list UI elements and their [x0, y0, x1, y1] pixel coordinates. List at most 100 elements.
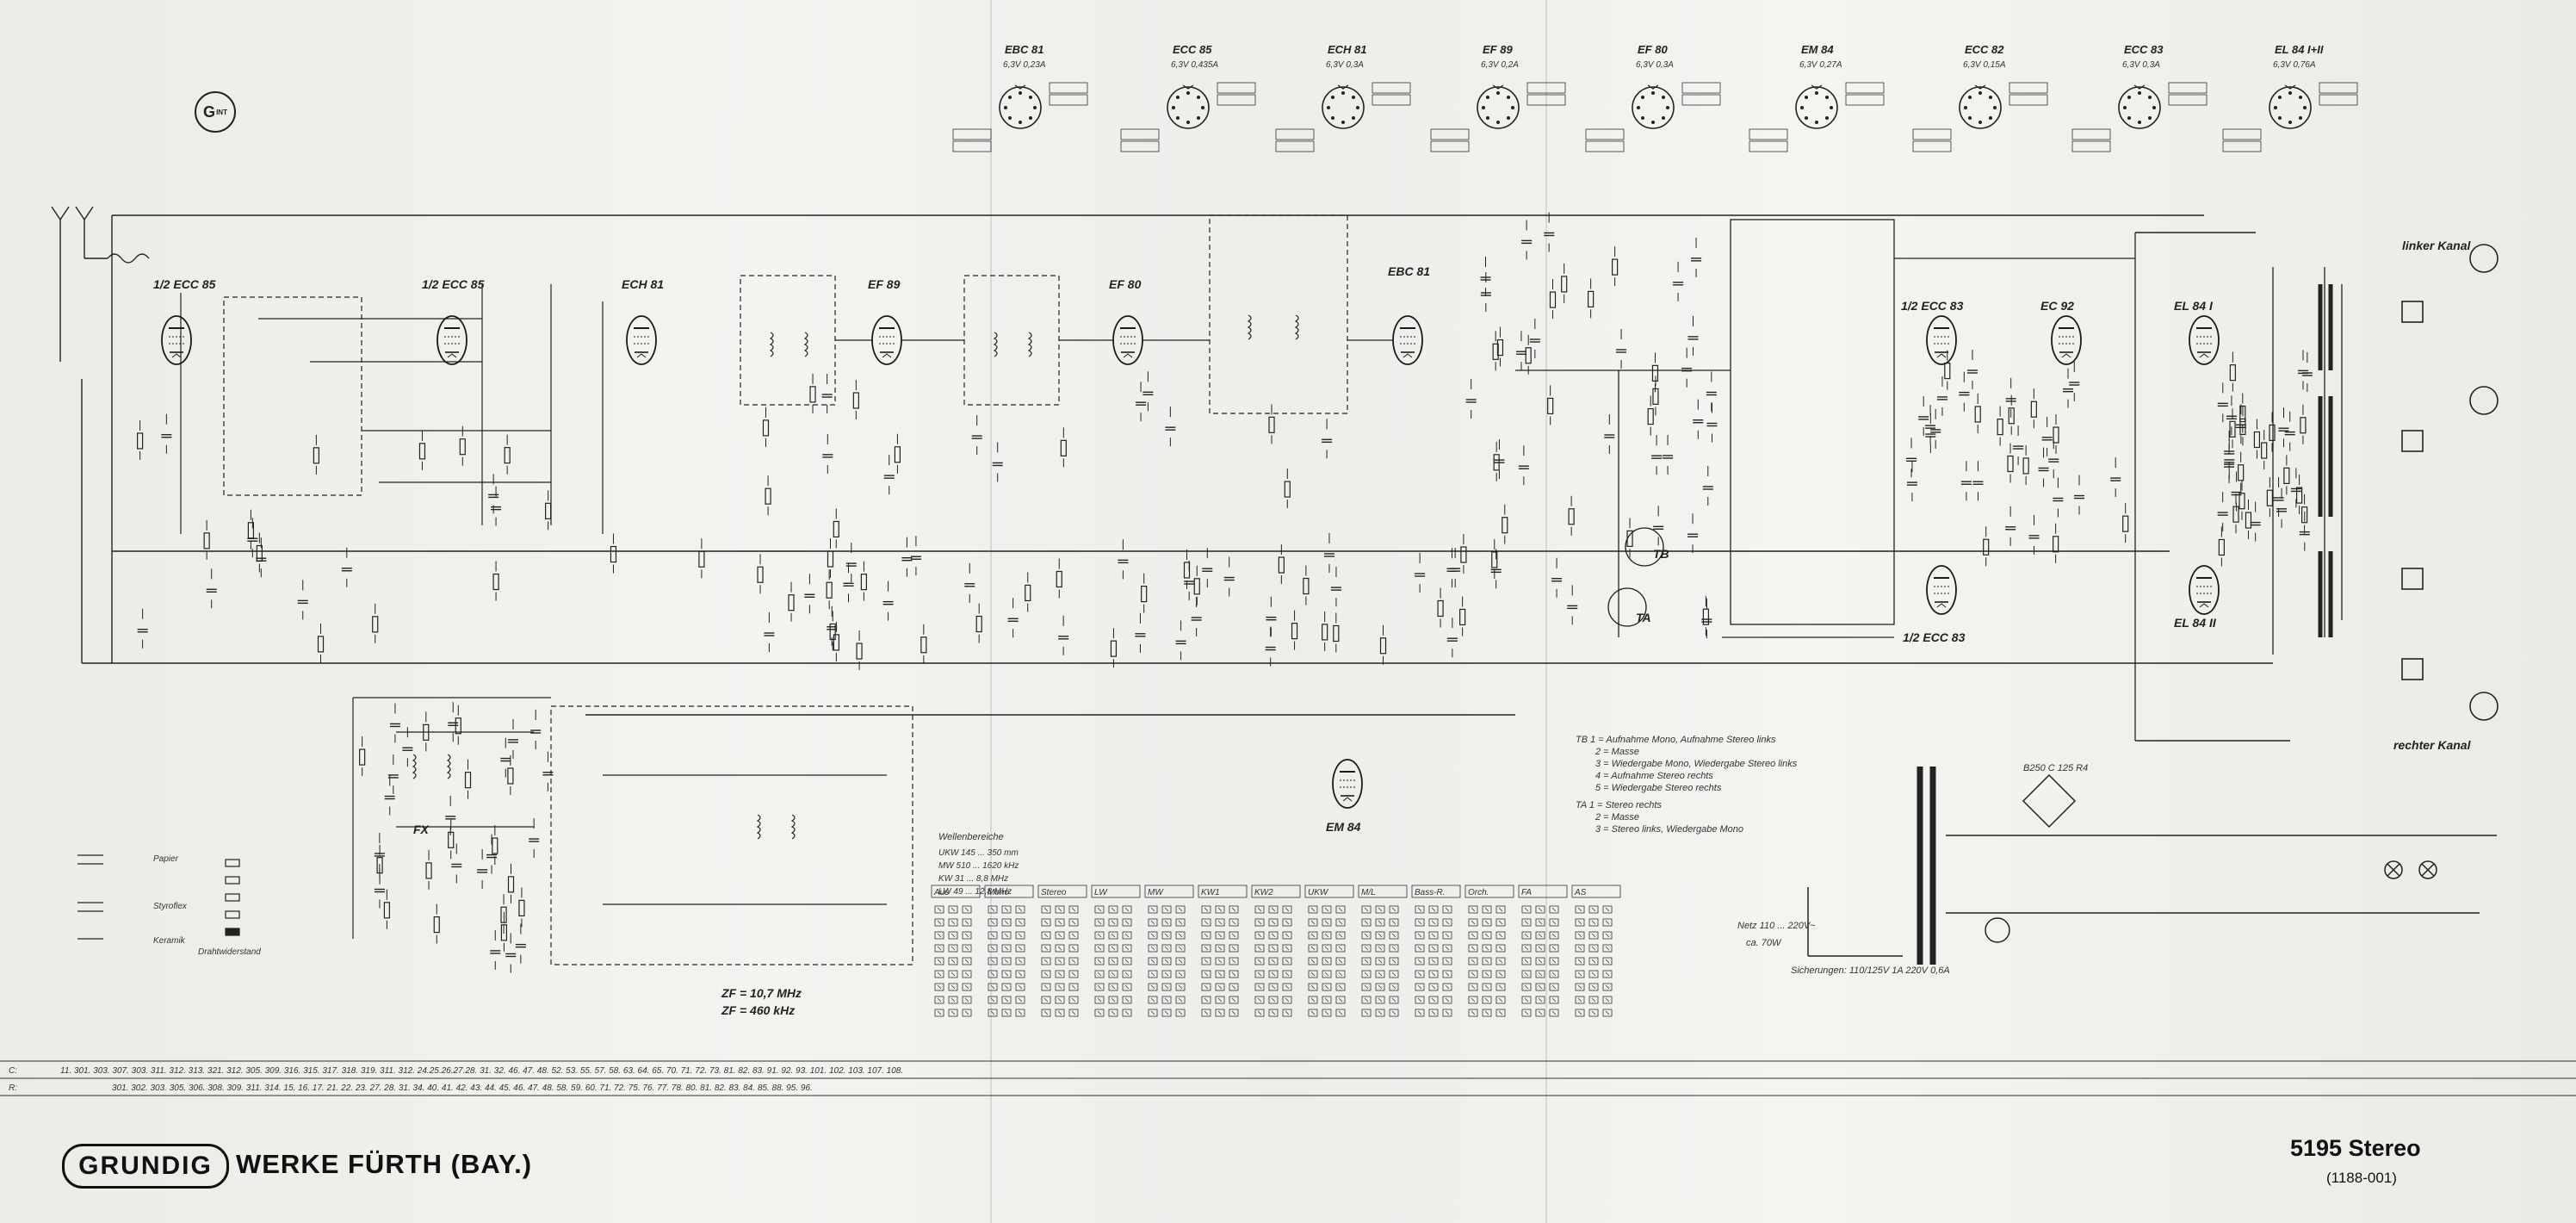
tube-socket-name: EF 89: [1483, 43, 1513, 56]
wave-range-lw: LW 49 ... 12,8 MHz: [938, 887, 1012, 897]
label-rechter-kanal: rechter Kanal: [2393, 738, 2472, 752]
passive-components: [136, 212, 2313, 973]
index-label-c: C:: [9, 1066, 17, 1076]
switch-group-label: Bass-R.: [1415, 888, 1446, 897]
index-label-r: R:: [9, 1083, 17, 1093]
schematic-tubes: [161, 315, 2220, 809]
paper-fold: [990, 0, 992, 1223]
switch-group-label: MW: [1148, 888, 1164, 897]
tube-socket-spec: 6,3V 0,15A: [1963, 60, 2006, 70]
label-ef80: EF 80: [1109, 277, 1142, 291]
power-supply: [1807, 767, 2497, 965]
label-em84: EM 84: [1326, 820, 1361, 834]
wave-switch-table: Wellenbereiche UKW 145 ... 350 mm MW 510…: [931, 832, 1621, 1017]
tube-socket: ECC 82 6,3V 0,15A: [1912, 43, 2048, 152]
tb-notes: TB 1 = Aufnahme Mono, Aufnahme Stereo li…: [1576, 735, 1798, 793]
wave-range-kw: KW 31 ... 8,8 MHz: [938, 874, 1008, 884]
tube-socket-spec: 6,3V 0,3A: [1326, 60, 1364, 70]
label-ecc85-a: 1/2 ECC 85: [153, 277, 216, 291]
tb-note-line: 5 = Wiedergabe Stereo rechts: [1595, 783, 1722, 793]
tb-note-line: 3 = Wiedergabe Mono, Wiedergabe Stereo l…: [1595, 759, 1798, 769]
paper-fold: [1545, 0, 1547, 1223]
legend-styroflex: Styroflex: [153, 902, 188, 911]
switch-group-label: Aus: [933, 888, 949, 897]
legend-papier: Papier: [153, 854, 179, 864]
label-ecc82: EC 92: [2040, 299, 2074, 313]
tb-note-line: TB 1 = Aufnahme Mono, Aufnahme Stereo li…: [1576, 735, 1776, 745]
tb-note-line: 2 = Masse: [1595, 747, 1639, 757]
tube-socket-row: EBC 81 6,3V 0,23A ECC 85 6,3V 0,435A ECH 81 6…: [952, 43, 2358, 152]
switch-group-label: Mono: [988, 888, 1009, 897]
am-tuner: [352, 697, 913, 965]
switch-group-label: LW: [1094, 888, 1108, 897]
model-code: (1188-001): [2326, 1170, 2397, 1186]
switch-group-label: Orch.: [1468, 888, 1489, 897]
ta-note-line: TA 1 = Stereo rechts: [1576, 800, 1662, 810]
tube-socket-spec: 6,3V 0,3A: [1636, 60, 1674, 70]
tb-note-line: 4 = Aufnahme Stereo rechts: [1595, 771, 1713, 781]
tube-socket: ECH 81 6,3V 0,3A: [1275, 43, 1411, 152]
audio-amplifier: [1515, 219, 2343, 741]
label-linker-kanal: linker Kanal: [2402, 239, 2471, 252]
tube-socket-spec: 6,3V 0,2A: [1481, 60, 1519, 70]
switch-group-label: KW1: [1201, 888, 1220, 897]
ukw-frontend: [180, 284, 604, 534]
tube-socket-name: EBC 81: [1005, 43, 1044, 56]
label-el84-2: EL 84 II: [2174, 616, 2217, 630]
label-tb-socket: TB: [1653, 547, 1669, 561]
label-fx: FX: [413, 823, 430, 836]
tube-socket-name: ECC 82: [1965, 43, 2004, 56]
tube-socket: ECC 83 6,3V 0,3A: [2071, 43, 2208, 152]
tube-socket-name: ECC 83: [2124, 43, 2164, 56]
legend-drahtwiderstand: Drahtwiderstand: [198, 947, 261, 957]
label-el84-1: EL 84 I: [2174, 299, 2214, 313]
tube-socket-name: EM 84: [1801, 43, 1834, 56]
tube-socket-spec: 6,3V 0,3A: [2122, 60, 2160, 70]
label-ef89: EF 89: [868, 277, 901, 291]
ta-note-line: 2 = Masse: [1595, 812, 1639, 823]
component-index: C: R: 11. 301. 303. 307. 303. 311. 312. …: [0, 1060, 2576, 1096]
switch-group-label: AS: [1574, 888, 1587, 897]
tube-socket-name: EF 80: [1638, 43, 1668, 56]
model-title: 5195 Stereo: [2290, 1135, 2421, 1161]
wave-range-ukw: UKW 145 ... 350 mm: [938, 848, 1019, 858]
tube-socket-spec: 6,3V 0,27A: [1799, 60, 1842, 70]
component-legend: Papier Styroflex Keramik Drahtwiderstand: [77, 854, 261, 957]
tube-socket-spec: 6,3V 0,23A: [1003, 60, 1046, 70]
tube-socket: EF 80 6,3V 0,3A: [1585, 43, 1721, 152]
label-ebc81: EBC 81: [1388, 264, 1430, 278]
mains-power-label: ca. 70W: [1746, 938, 1782, 948]
tube-socket-name: EL 84 I+II: [2275, 43, 2324, 56]
index-values-c: 11. 301. 303. 307. 303. 311. 312. 313. 3…: [60, 1066, 903, 1076]
switch-group-label: FA: [1521, 888, 1532, 897]
tube-socket-spec: 6,3V 0,76A: [2273, 60, 2316, 70]
tube-socket-name: ECH 81: [1328, 43, 1367, 56]
label-ecc83-a: 1/2 ECC 83: [1901, 299, 1964, 313]
label-ecc83-b: 1/2 ECC 83: [1903, 630, 1966, 644]
tube-socket-spec: 6,3V 0,435A: [1171, 60, 1218, 70]
switch-group-label: Stereo: [1041, 888, 1067, 897]
wave-range-mw: MW 510 ... 1620 kHz: [938, 861, 1019, 871]
label-zf-fm: ZF = 10,7 MHz: [721, 986, 802, 1000]
label-ecc85-b: 1/2 ECC 85: [422, 277, 485, 291]
tube-socket: ECC 85 6,3V 0,435A: [1120, 43, 1256, 152]
supply-rails: [81, 214, 2290, 742]
ta-note-line: 3 = Stereo links, Wiedergabe Mono: [1595, 824, 1743, 835]
manufacturer-name: WERKE FÜRTH (BAY.): [236, 1149, 533, 1179]
tube-socket: EL 84 I+II 6,3V 0,76A: [2222, 43, 2358, 152]
legend-keramik: Keramik: [153, 936, 186, 946]
tube-socket: EF 89 6,3V 0,2A: [1430, 43, 1566, 152]
tube-socket: EBC 81 6,3V 0,23A: [952, 43, 1088, 152]
switch-group-label: UKW: [1308, 888, 1329, 897]
label-zf-am: ZF = 460 kHz: [721, 1003, 795, 1017]
tube-socket-name: ECC 85: [1173, 43, 1212, 56]
if-filters: [740, 214, 1393, 414]
switch-group-label: KW2: [1254, 888, 1273, 897]
antenna-input: [51, 206, 150, 362]
output-transformers: [2318, 244, 2499, 721]
mains-label: Netz 110 ... 220V~: [1737, 921, 1816, 931]
